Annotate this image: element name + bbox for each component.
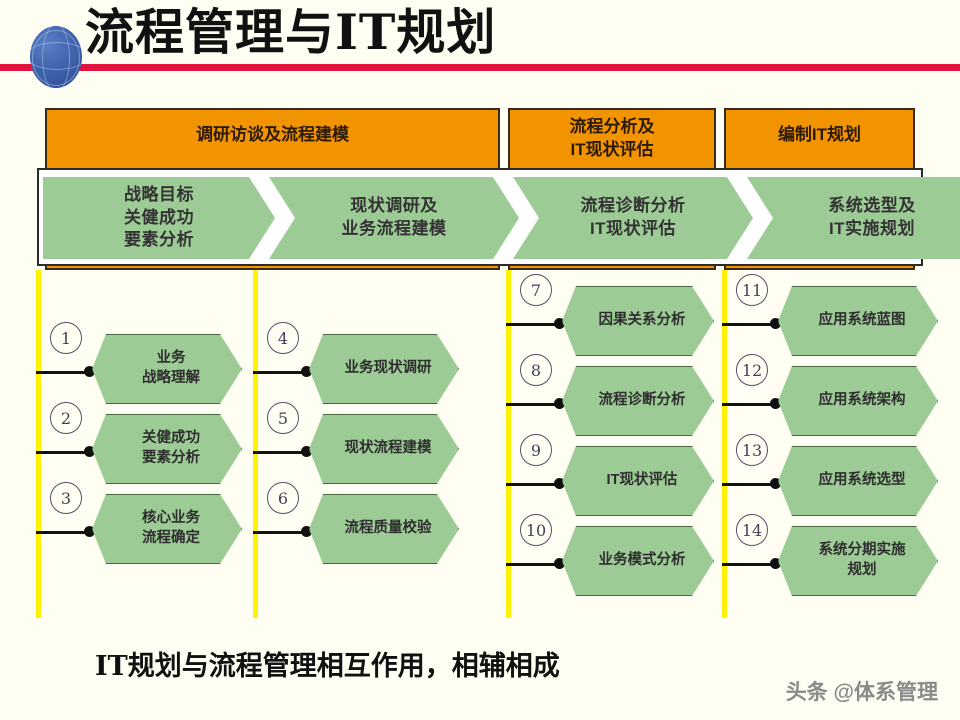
task-number-badge: 5: [267, 402, 299, 434]
task-node[interactable]: 13 应用系统选型: [722, 434, 938, 514]
globe-icon: [30, 26, 82, 88]
task-shape[interactable]: 核心业务流程确定: [92, 494, 242, 564]
connector-dot: [554, 558, 565, 569]
connector-line: [506, 403, 556, 406]
task-number-badge: 13: [736, 434, 768, 466]
task-shape[interactable]: IT现状评估: [562, 446, 714, 516]
task-number-badge: 8: [520, 354, 552, 386]
task-shape[interactable]: 应用系统蓝图: [778, 286, 938, 356]
connector-line: [722, 483, 772, 486]
task-shape[interactable]: 因果关系分析: [562, 286, 714, 356]
task-shape[interactable]: 应用系统架构: [778, 366, 938, 436]
column-guide-line-4: [722, 270, 727, 618]
task-number-badge: 3: [50, 482, 82, 514]
connector-dot: [770, 558, 781, 569]
phase-label-1: 调研访谈及流程建模: [196, 125, 349, 144]
connector-line: [722, 323, 772, 326]
task-number-badge: 10: [520, 514, 552, 546]
task-number-badge: 2: [50, 402, 82, 434]
task-node[interactable]: 9 IT现状评估: [506, 434, 714, 514]
task-shape[interactable]: 业务战略理解: [92, 334, 242, 404]
connector-dot: [301, 446, 312, 457]
connector-line: [36, 531, 86, 534]
connector-line: [36, 371, 86, 374]
task-shape[interactable]: 流程质量校验: [309, 494, 459, 564]
task-node[interactable]: 12 应用系统架构: [722, 354, 938, 434]
connector-dot: [770, 318, 781, 329]
task-node[interactable]: 5 现状流程建模: [253, 402, 459, 482]
task-shape[interactable]: 业务现状调研: [309, 334, 459, 404]
column-guide-line-1: [36, 270, 41, 618]
connector-dot: [301, 366, 312, 377]
task-number-badge: 14: [736, 514, 768, 546]
watermark: 头条 @体系管理: [785, 681, 938, 704]
task-number-badge: 11: [736, 274, 768, 306]
task-shape[interactable]: 关健成功要素分析: [92, 414, 242, 484]
task-node[interactable]: 1 业务战略理解: [36, 322, 242, 402]
task-node[interactable]: 3 核心业务流程确定: [36, 482, 242, 562]
connector-line: [36, 451, 86, 454]
task-shape[interactable]: 现状流程建模: [309, 414, 459, 484]
task-shape[interactable]: 系统分期实施规划: [778, 526, 938, 596]
connector-dot: [554, 398, 565, 409]
task-number-badge: 1: [50, 322, 82, 354]
task-node[interactable]: 7 因果关系分析: [506, 274, 714, 354]
connector-line: [722, 563, 772, 566]
column-guide-line-3: [506, 270, 511, 618]
header-red-rule: [0, 64, 960, 71]
connector-dot: [84, 446, 95, 457]
page-header: 流程管理与IT规划: [0, 0, 960, 90]
task-node[interactable]: 2 关健成功要素分析: [36, 402, 242, 482]
connector-dot: [301, 526, 312, 537]
stage-chevron-2[interactable]: 现状调研及业务流程建模: [269, 177, 519, 259]
page-title: 流程管理与IT规划: [85, 3, 497, 61]
task-node[interactable]: 6 流程质量校验: [253, 482, 459, 562]
connector-line: [253, 531, 303, 534]
task-shape[interactable]: 流程诊断分析: [562, 366, 714, 436]
task-number-badge: 12: [736, 354, 768, 386]
task-shape[interactable]: 应用系统选型: [778, 446, 938, 516]
column-guide-line-2: [253, 270, 258, 618]
connector-dot: [84, 526, 95, 537]
connector-line: [506, 563, 556, 566]
task-node[interactable]: 8 流程诊断分析: [506, 354, 714, 434]
task-number-badge: 7: [520, 274, 552, 306]
task-node[interactable]: 10 业务模式分析: [506, 514, 714, 594]
connector-line: [506, 483, 556, 486]
connector-line: [253, 371, 303, 374]
task-number-badge: 9: [520, 434, 552, 466]
task-number-badge: 6: [267, 482, 299, 514]
connector-line: [253, 451, 303, 454]
task-node[interactable]: 11 应用系统蓝图: [722, 274, 938, 354]
connector-line: [506, 323, 556, 326]
connector-dot: [554, 318, 565, 329]
footer-caption: IT规划与流程管理相互作用，相辅相成: [95, 651, 560, 682]
connector-dot: [554, 478, 565, 489]
task-number-badge: 4: [267, 322, 299, 354]
stage-chevron-1[interactable]: 战略目标关健成功要素分析: [43, 177, 275, 259]
task-node[interactable]: 14 系统分期实施规划: [722, 514, 938, 594]
connector-dot: [84, 366, 95, 377]
connector-dot: [770, 478, 781, 489]
phase-label-3: 编制IT规划: [777, 125, 862, 144]
connector-line: [722, 403, 772, 406]
task-node[interactable]: 4 业务现状调研: [253, 322, 459, 402]
connector-dot: [770, 398, 781, 409]
task-shape[interactable]: 业务模式分析: [562, 526, 714, 596]
